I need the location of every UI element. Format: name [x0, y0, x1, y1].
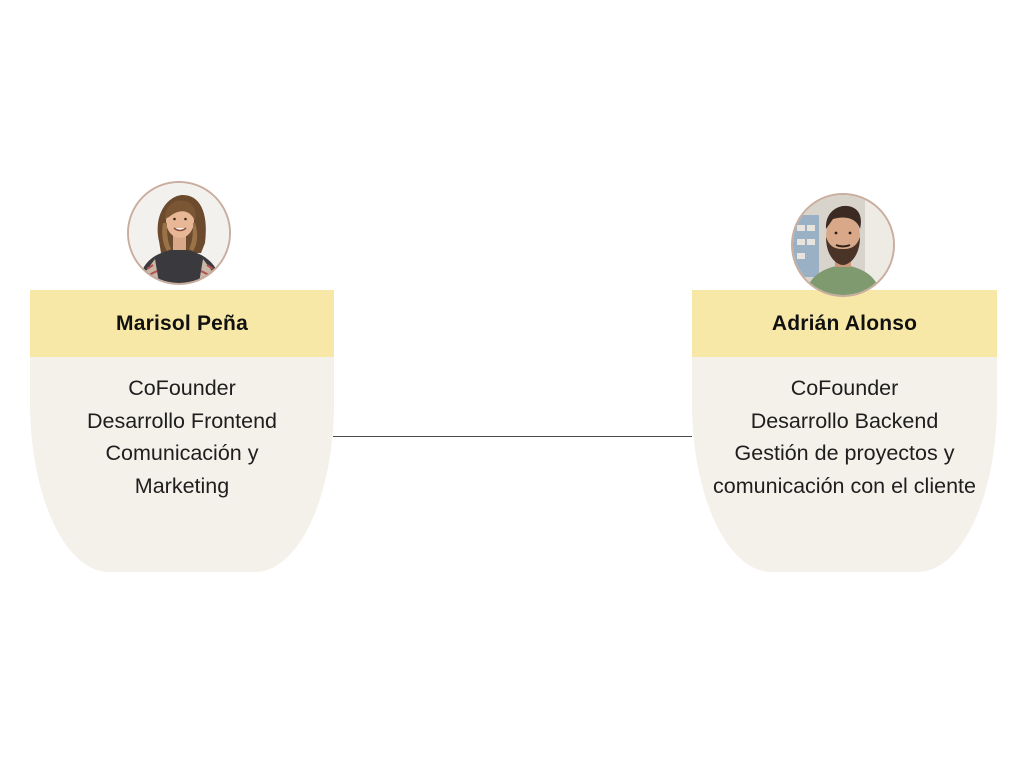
role-text: Comunicación y Marketing: [105, 441, 259, 498]
person-name: Marisol Peña: [30, 290, 334, 357]
role-text: CoFounder: [790, 376, 899, 400]
avatar-marisol: [127, 181, 231, 285]
role-text: Desarrollo Backend: [750, 408, 939, 433]
person-photo-icon: [793, 195, 893, 295]
avatar-adrian: [791, 193, 895, 297]
person-photo-icon: [129, 183, 229, 283]
role-text: Desarrollo Frontend: [86, 408, 277, 433]
person-roles: CoFounder Desarrollo Backend Gestión de …: [692, 372, 997, 502]
connector-line: [333, 436, 692, 437]
role-text: Gestión de proyectos y comunicación con …: [713, 441, 976, 498]
person-name: Adrián Alonso: [692, 290, 997, 357]
person-card-adrian: Adrián Alonso CoFounder Desarrollo Backe…: [692, 290, 997, 572]
person-card-marisol: Marisol Peña CoFounder Desarrollo Fronte…: [30, 290, 334, 572]
role-text: CoFounder: [128, 376, 236, 400]
person-roles: CoFounder Desarrollo Frontend Comunicaci…: [30, 372, 334, 502]
